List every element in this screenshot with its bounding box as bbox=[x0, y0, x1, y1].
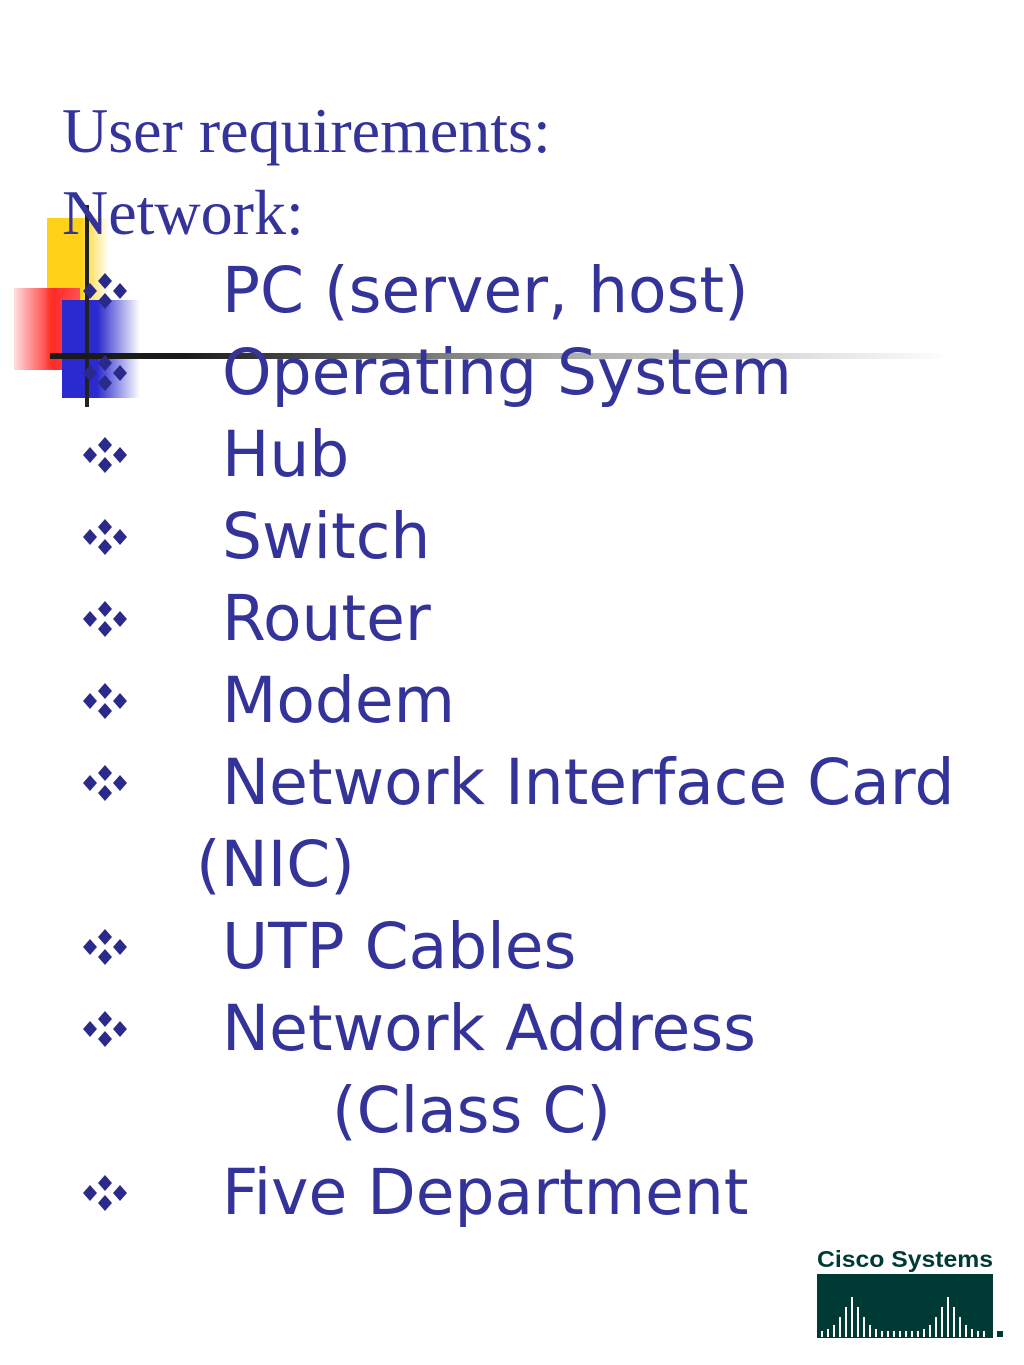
diamond-cluster-icon bbox=[83, 1011, 127, 1047]
list-item-text: Router bbox=[222, 582, 431, 655]
list-item-text: Five Department bbox=[222, 1156, 749, 1229]
cisco-logo-wordmark: Cisco Systems bbox=[817, 1246, 993, 1272]
diamond-cluster-icon bbox=[83, 519, 127, 555]
list-item-text: Operating System bbox=[222, 336, 792, 409]
title-line-2: Network: bbox=[62, 177, 304, 248]
list-item-text: UTP Cables bbox=[222, 910, 577, 983]
diamond-cluster-icon bbox=[83, 1175, 127, 1211]
list-item-continuation-text: (Class C) bbox=[332, 1074, 611, 1147]
diamond-cluster-icon bbox=[83, 355, 127, 391]
list-item-text: Modem bbox=[222, 664, 456, 737]
list-item-text: PC (server, host) bbox=[222, 254, 749, 327]
diamond-cluster-icon bbox=[83, 929, 127, 965]
title-line-1: User requirements: bbox=[62, 95, 551, 166]
decor-vertical-line bbox=[85, 205, 89, 407]
cisco-systems-logo: Cisco Systems bbox=[817, 1246, 1003, 1338]
diamond-cluster-icon bbox=[83, 765, 127, 801]
list-item-text: Network Address bbox=[222, 992, 756, 1065]
decor-horizontal-line bbox=[50, 353, 950, 359]
list-item-text: Hub bbox=[222, 418, 350, 491]
diamond-cluster-icon bbox=[83, 601, 127, 637]
list-item-text: Network Interface Card bbox=[222, 746, 955, 819]
list-item-text: Switch bbox=[222, 500, 431, 573]
cisco-bridge-bars bbox=[821, 1297, 985, 1337]
diamond-cluster-icon bbox=[83, 683, 127, 719]
list-item-continuation-text: (NIC) bbox=[196, 828, 355, 901]
diamond-cluster-icon bbox=[83, 273, 127, 309]
diamond-cluster-icon bbox=[83, 437, 127, 473]
slide-title: User requirements: Network: bbox=[62, 90, 551, 254]
